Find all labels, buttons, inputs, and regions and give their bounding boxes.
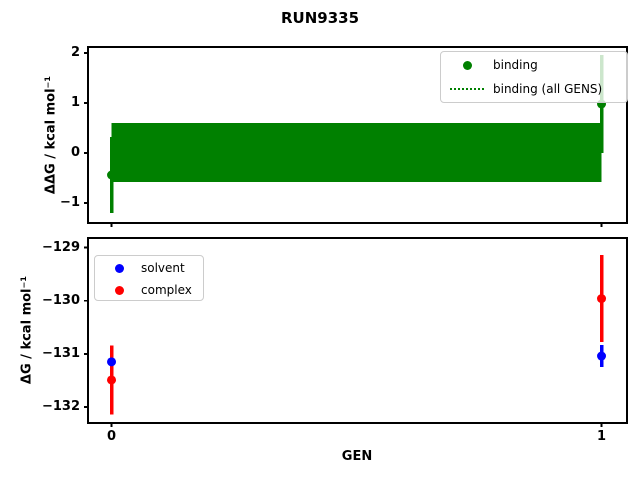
legend-entry-binding: binding — [441, 53, 627, 77]
legend-label: solvent — [141, 261, 185, 275]
legend-label: binding (all GENS) — [493, 82, 603, 96]
dotted-line-icon — [449, 88, 485, 90]
complex-marker — [107, 375, 117, 385]
legend-label: complex — [141, 283, 192, 297]
x-tick-label: 1 — [596, 429, 607, 444]
complex-marker-icon — [105, 285, 133, 295]
all-gens-band — [111, 123, 602, 182]
complex-marker — [597, 294, 607, 304]
bottom-y-axis-label: ΔG / kcal mol⁻¹ — [19, 275, 35, 385]
solvent-marker — [597, 351, 607, 361]
y-tick-label: −132 — [41, 399, 80, 414]
solvent-marker — [107, 357, 117, 367]
y-tick-label: −129 — [41, 240, 80, 255]
solvent-marker-icon — [105, 263, 133, 273]
legend-label: binding — [493, 58, 538, 72]
legend-entry-solvent: solvent — [95, 257, 203, 279]
binding-marker-icon — [449, 60, 485, 70]
legend-top: binding binding (all GENS) — [440, 51, 628, 103]
axes-spines — [87, 46, 628, 224]
y-tick-label: −131 — [41, 346, 80, 361]
top-y-axis-label: ΔΔG / kcal mol⁻¹ — [43, 75, 59, 195]
y-tick-label: 1 — [70, 95, 80, 110]
legend-entry-complex: complex — [95, 279, 203, 301]
x-axis-label: GEN — [341, 449, 373, 464]
legend-entry-binding-all-gens: binding (all GENS) — [441, 77, 627, 101]
figure-title: RUN9335 — [280, 9, 360, 27]
binding-marker — [107, 170, 117, 180]
y-tick-label: 2 — [70, 45, 80, 60]
y-tick-label: −1 — [60, 195, 80, 210]
y-tick-label: −130 — [41, 293, 80, 308]
y-tick-label: 0 — [70, 145, 80, 160]
legend-bottom: solvent complex — [94, 255, 204, 301]
x-tick-label: 0 — [106, 429, 117, 444]
axes-spines — [87, 237, 628, 424]
